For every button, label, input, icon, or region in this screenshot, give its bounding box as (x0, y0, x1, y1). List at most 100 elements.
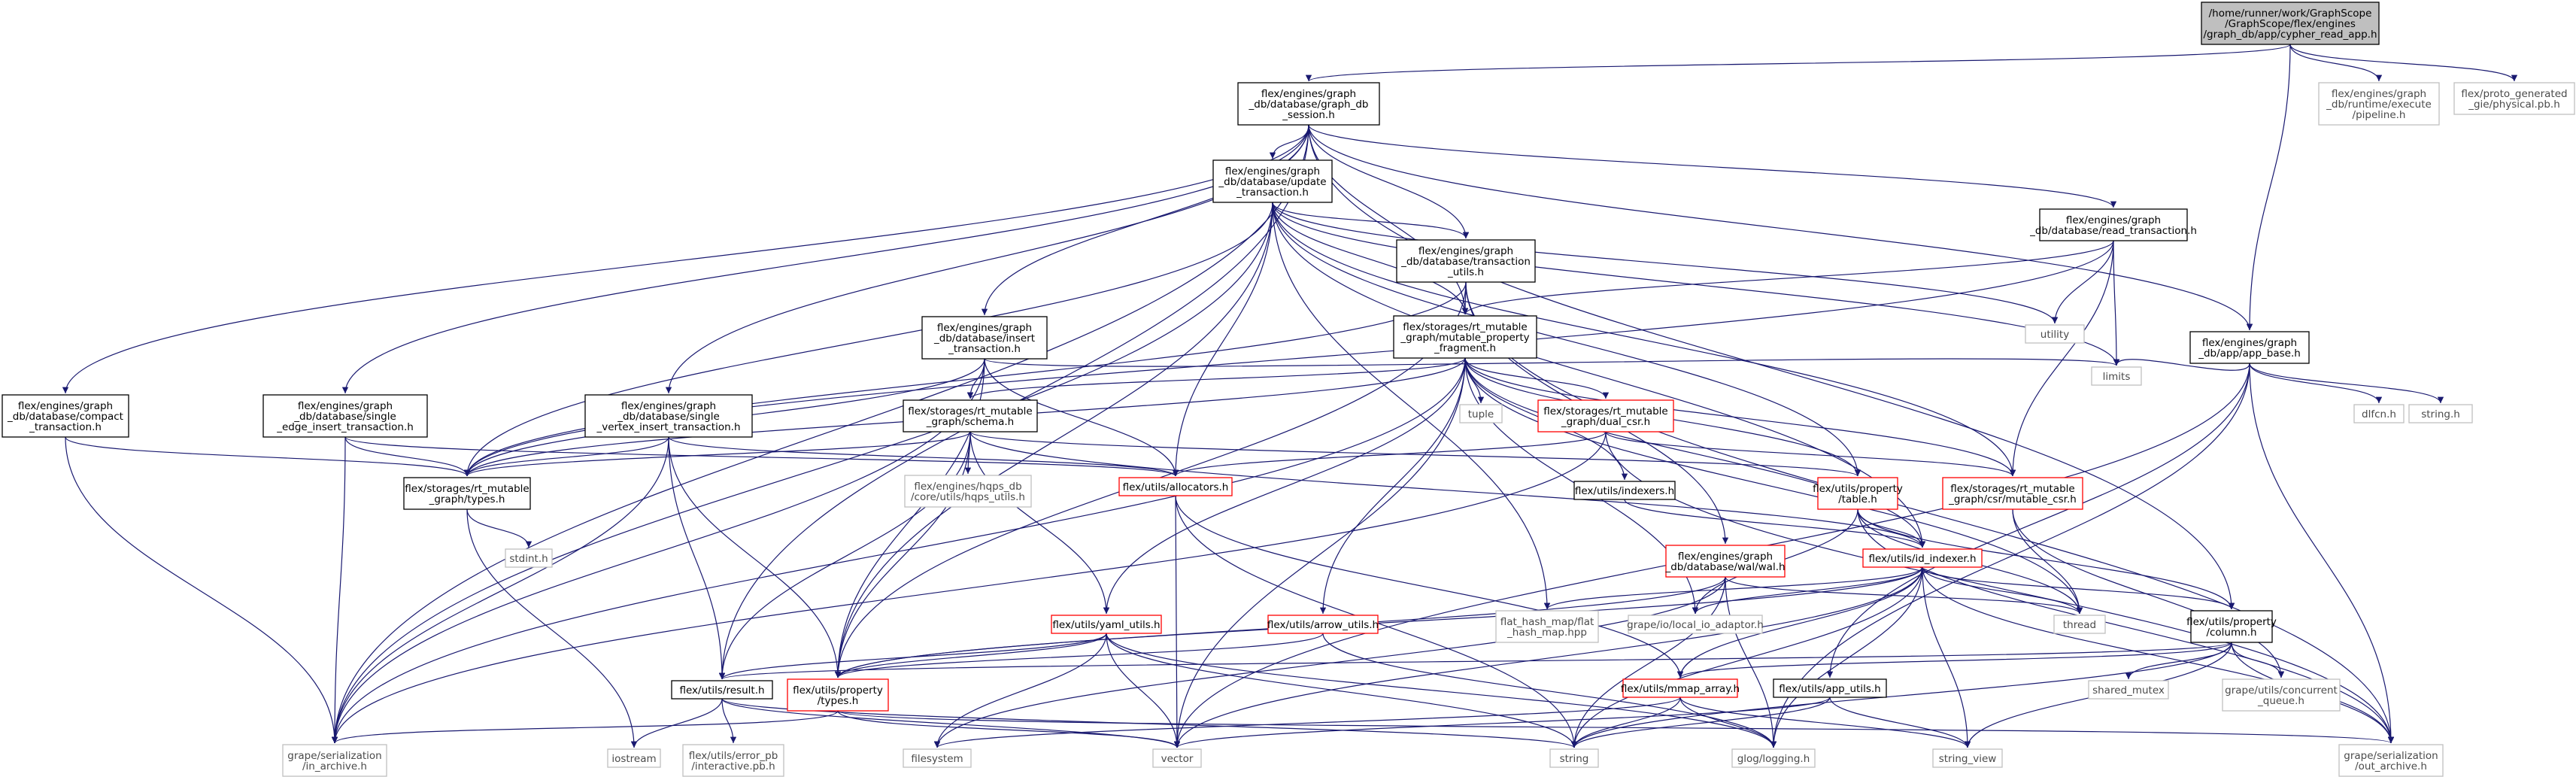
node-id_indexer[interactable]: flex/utils/id_indexer.h (1862, 548, 1983, 568)
edge-session-to-update (1269, 124, 1309, 159)
node-column[interactable]: flex/utils/property/column.h (2186, 610, 2277, 643)
edge-single_vertex-to-rt_types (463, 436, 669, 477)
node-string_h[interactable]: string.h (2408, 404, 2473, 423)
node-box (1628, 615, 1763, 634)
node-dlfcn[interactable]: dlfcn.h (2353, 404, 2405, 423)
node-stdint[interactable]: stdint.h (505, 548, 553, 568)
node-label-line: flex/engines/graph (2332, 88, 2426, 100)
node-arrow[interactable]: flex/utils/arrow_utils.h (1267, 615, 1379, 634)
node-concurrent_queue[interactable]: grape/utils/concurrent_queue.h (2222, 678, 2341, 712)
edge-dual_csr-to-mutable_csr (1605, 431, 2016, 477)
edge-update-to-rt_types (463, 202, 1273, 477)
node-label-line: string.h (2421, 408, 2460, 420)
node-indexers[interactable]: flex/utils/indexers.h (1573, 481, 1676, 500)
node-read_trans[interactable]: flex/engines/graph_db/database/read_tran… (2029, 208, 2197, 241)
node-label-line: limits (2103, 371, 2131, 383)
node-shared_mutex[interactable]: shared_mutex (2088, 680, 2169, 700)
node-box (2408, 404, 2473, 423)
node-root[interactable]: /home/runner/work/GraphScope/GraphScope/… (2201, 2, 2380, 45)
node-dual_csr[interactable]: flex/storages/rt_mutable_graph/dual_csr.… (1537, 399, 1674, 433)
node-box (1237, 82, 1380, 126)
edge-column-to-result (719, 642, 2232, 680)
edge-session-to-compact (62, 124, 1309, 394)
node-label-line: flex/proto_generated (2461, 88, 2567, 100)
node-single_edge[interactable]: flex/engines/graph_db/database/single_ed… (262, 394, 428, 438)
edge-read_trans-to-utility (2051, 240, 2114, 324)
node-thread[interactable]: thread (2053, 615, 2106, 634)
node-string_view[interactable]: string_view (1932, 748, 2003, 768)
node-box (2025, 324, 2085, 344)
node-label-line: tuple (1468, 408, 1494, 420)
edge-session-to-insert (981, 124, 1309, 316)
node-mutable_csr[interactable]: flex/storages/rt_mutable_graph/csr/mutab… (1942, 477, 2083, 510)
node-label-line: flex/storages/rt_mutable (1403, 321, 1527, 333)
node-single_vertex[interactable]: flex/engines/graph_db/database/single_ve… (584, 394, 753, 438)
node-app_utils[interactable]: flex/utils/app_utils.h (1773, 678, 1887, 698)
node-result[interactable]: flex/utils/result.h (671, 680, 773, 700)
node-label-line: _queue.h (2257, 695, 2304, 707)
node-label-line: _graph/csr/mutable_csr.h (1948, 493, 2077, 505)
node-error_pb[interactable]: flex/utils/error_pb/interactive.pb.h (682, 744, 784, 777)
node-compact[interactable]: flex/engines/graph_db/database/compact_t… (2, 394, 129, 438)
node-app_base[interactable]: flex/engines/graph_db/app/app_base.h (2189, 331, 2310, 364)
node-label-line: grape/serialization (287, 750, 381, 762)
node-vector[interactable]: vector (1152, 748, 1202, 768)
node-utility[interactable]: utility (2025, 324, 2085, 344)
node-label-line: flex/utils/allocators.h (1123, 481, 1229, 493)
node-update[interactable]: flex/engines/graph_db/database/update_tr… (1212, 159, 1333, 203)
node-table[interactable]: flex/utils/property/table.h (1813, 477, 1903, 510)
node-string[interactable]: string (1549, 748, 1599, 768)
node-glog[interactable]: glog/logging.h (1731, 748, 1816, 768)
node-label-line: _fragment.h (1434, 342, 1496, 354)
edge-wal-to-thread (1725, 576, 2083, 615)
node-label-line: dlfcn.h (2362, 408, 2396, 420)
node-yaml[interactable]: flex/utils/yaml_utils.h (1051, 615, 1162, 634)
node-mpf[interactable]: flex/storages/rt_mutable_graph/mutable_p… (1393, 315, 1537, 359)
node-box (1773, 678, 1887, 698)
node-label-line: _session.h (1282, 109, 1335, 121)
node-pipeline[interactable]: flex/engines/graph_db/runtime/execute/pi… (2318, 82, 2440, 126)
edge-id_indexer-to-flat_hash (1543, 566, 1923, 610)
node-in_archive[interactable]: grape/serialization/in_archive.h (282, 744, 387, 777)
edge-root-to-app_base (2246, 44, 2291, 331)
edge-mpf-to-arrow (1319, 357, 1466, 615)
node-label-line: flex/engines/graph (2066, 214, 2161, 226)
node-local_io[interactable]: grape/io/local_io_adaptor.h (1627, 615, 1764, 634)
node-box (505, 548, 553, 568)
node-filesystem[interactable]: filesystem (903, 748, 972, 768)
edge-insert-to-limits (984, 358, 2119, 367)
node-prop_types[interactable]: flex/utils/property/types.h (787, 678, 889, 712)
node-insert[interactable]: flex/engines/graph_db/database/insert_tr… (921, 316, 1048, 360)
node-label-line: _hash_map.hpp (1506, 627, 1587, 639)
edge-compact-to-in_archive (65, 436, 338, 744)
node-mmap[interactable]: flex/utils/mmap_array.h (1621, 678, 1740, 698)
node-tuple[interactable]: tuple (1459, 404, 1503, 423)
node-label-line: flex/storages/rt_mutable (405, 483, 529, 495)
node-label-line: filesystem (911, 753, 963, 765)
node-out_archive[interactable]: grape/serialization/out_archive.h (2338, 744, 2444, 777)
node-label-line: string (1560, 753, 1589, 765)
node-label-line: stdint.h (509, 553, 548, 565)
edge-root-to-physical (2289, 44, 2518, 82)
node-label-line: /in_archive.h (302, 760, 367, 772)
node-box (1267, 615, 1379, 634)
node-label-line: /home/runner/work/GraphScope (2209, 8, 2372, 20)
node-schema[interactable]: flex/storages/rt_mutable_graph/schema.h (903, 399, 1038, 433)
edge-session-to-app_base (1308, 124, 2253, 331)
node-iostream[interactable]: iostream (607, 748, 661, 768)
node-session[interactable]: flex/engines/graph_db/database/graph_db_… (1237, 82, 1380, 126)
edge-schema-to-id_indexer (969, 431, 1926, 548)
node-trans_utils[interactable]: flex/engines/graph_db/database/transacti… (1396, 239, 1536, 283)
node-box (1942, 477, 2083, 510)
node-box (282, 744, 387, 777)
node-label-line: flex/utils/property (1813, 483, 1903, 495)
node-limits[interactable]: limits (2091, 366, 2142, 386)
node-rt_types[interactable]: flex/storages/rt_mutable_graph/types.h (403, 477, 531, 510)
node-physical[interactable]: flex/proto_generated_gie/physical.pb.h (2453, 82, 2575, 115)
node-flat_hash[interactable]: flat_hash_map/flat_hash_map.hpp (1495, 610, 1599, 643)
edge-single_edge-to-in_archive (331, 436, 346, 744)
node-hqps[interactable]: flex/engines/hqps_db/core/utils/hqps_uti… (904, 475, 1032, 508)
node-allocators[interactable]: flex/utils/allocators.h (1118, 477, 1233, 496)
edge-mmap-to-filesystem (934, 697, 1681, 748)
node-wal[interactable]: flex/engines/graph_db/database/wal/wal.h (1664, 545, 1786, 578)
